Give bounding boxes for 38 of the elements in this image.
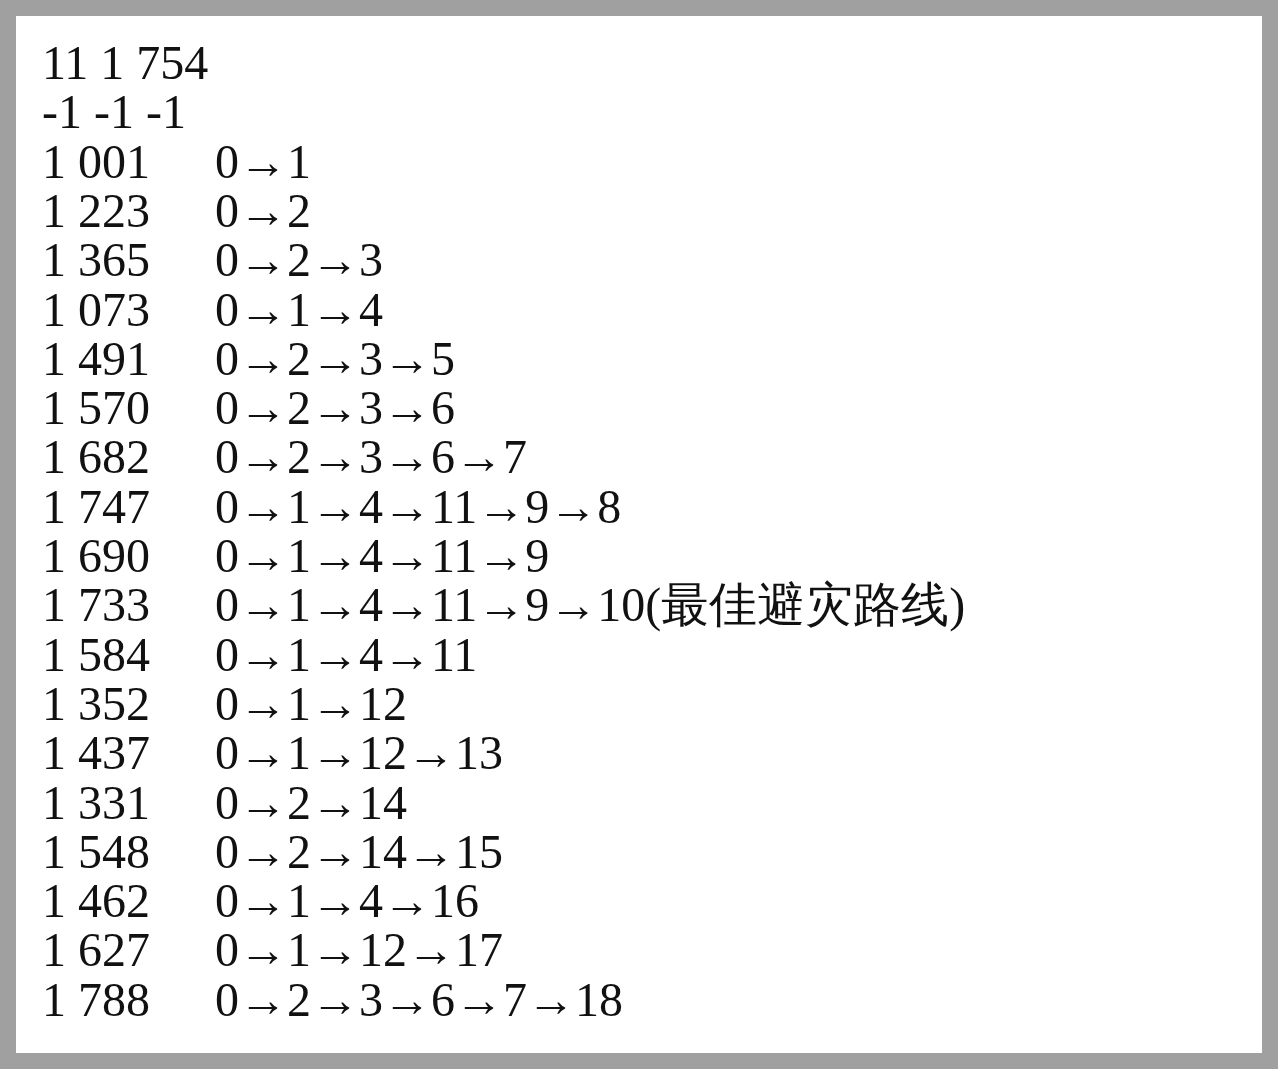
path-text: 0→1→4 <box>215 284 383 335</box>
path-text: 0→1→12 <box>215 678 407 729</box>
path-text: 0→1→4→16 <box>215 876 479 927</box>
header-line: -1 -1 -1 <box>42 87 186 138</box>
path-text: 0→1 <box>215 136 311 187</box>
cost-value: 1 627 <box>42 925 150 976</box>
cost-value: 1 437 <box>42 728 150 779</box>
path-text: 0→2→3→6→7 <box>215 432 527 483</box>
cost-value: 1 747 <box>42 481 150 532</box>
cost-value: 1 733 <box>42 580 150 631</box>
cost-value: 1 223 <box>42 185 150 236</box>
cost-value: 1 001 <box>42 136 150 187</box>
cost-value: 1 682 <box>42 432 150 483</box>
path-text: 0→2→3→5 <box>215 333 455 384</box>
path-text: 0→2→3→6 <box>215 383 455 434</box>
cost-value: 1 788 <box>42 974 150 1025</box>
path-text: 0→1→12→13 <box>215 728 503 779</box>
cost-value: 1 365 <box>42 235 150 286</box>
header-line: 11 1 754 <box>42 38 209 88</box>
cost-value: 1 548 <box>42 826 150 877</box>
cost-value: 1 073 <box>42 284 150 335</box>
cost-value: 1 491 <box>42 333 150 384</box>
path-text: 0→2 <box>215 185 311 236</box>
cost-value: 1 462 <box>42 876 150 927</box>
path-text: 0→1→4→11→9 <box>215 531 550 581</box>
path-text: 0→1→4→11 <box>215 629 478 680</box>
cost-value: 1 570 <box>42 383 150 434</box>
cost-value: 1 584 <box>42 629 150 680</box>
path-text: 0→1→4→11→9→10(最佳避灾路线) <box>215 580 966 631</box>
path-text: 0→2→14→15 <box>215 826 503 877</box>
cost-value: 1 331 <box>42 777 150 828</box>
path-text: 0→2→14 <box>215 777 407 828</box>
path-text: 0→2→3 <box>215 235 383 286</box>
path-text: 0→1→12→17 <box>215 925 503 976</box>
cost-value: 1 352 <box>42 678 150 729</box>
path-text: 0→1→4→11→9→8 <box>215 481 622 532</box>
path-text: 0→2→3→6→7→18 <box>215 974 623 1025</box>
cost-value: 1 690 <box>42 531 150 581</box>
